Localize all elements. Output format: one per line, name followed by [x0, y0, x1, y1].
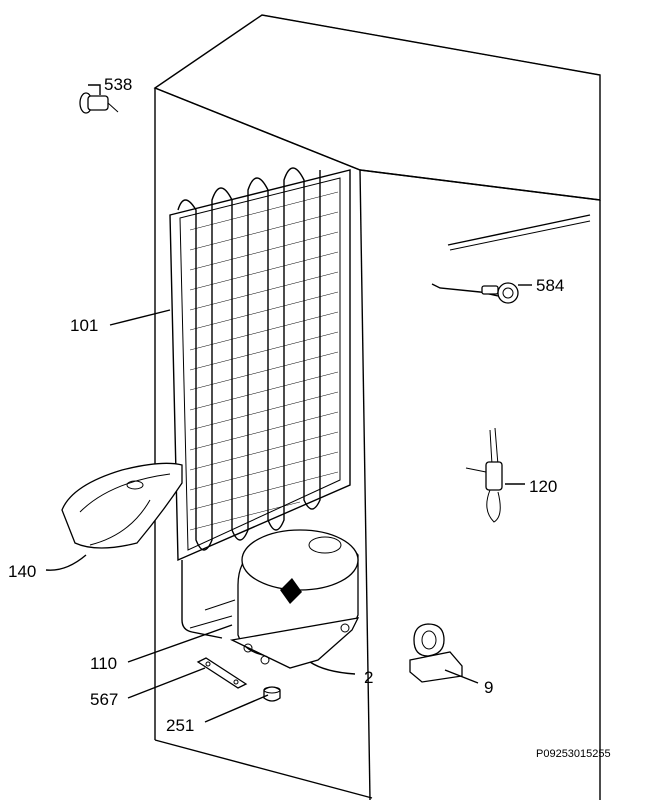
part-2-compressor — [189, 529, 360, 669]
part-567-bracket — [196, 657, 248, 689]
part-251-nut — [263, 686, 281, 702]
label-567: 567 — [90, 690, 118, 709]
cabinet-body — [153, 14, 601, 800]
label-101: 101 — [70, 316, 98, 335]
condenser-part — [169, 167, 351, 639]
label-9: 9 — [484, 678, 493, 697]
part-538-grommet — [79, 92, 119, 114]
label-584: 584 — [536, 276, 564, 295]
label-110: 110 — [90, 654, 117, 673]
leader-lines — [45, 84, 532, 723]
part-140-drip-tray — [61, 462, 183, 549]
label-538: 538 — [104, 75, 132, 94]
part-9-clip — [409, 623, 463, 683]
label-2: 2 — [364, 668, 373, 687]
part-120-relay — [465, 427, 503, 523]
label-251: 251 — [166, 716, 194, 735]
drawing-code: P09253015255 — [536, 748, 611, 760]
part-584-sensor — [431, 282, 519, 304]
label-140: 140 — [8, 562, 36, 581]
label-120: 120 — [529, 477, 557, 496]
